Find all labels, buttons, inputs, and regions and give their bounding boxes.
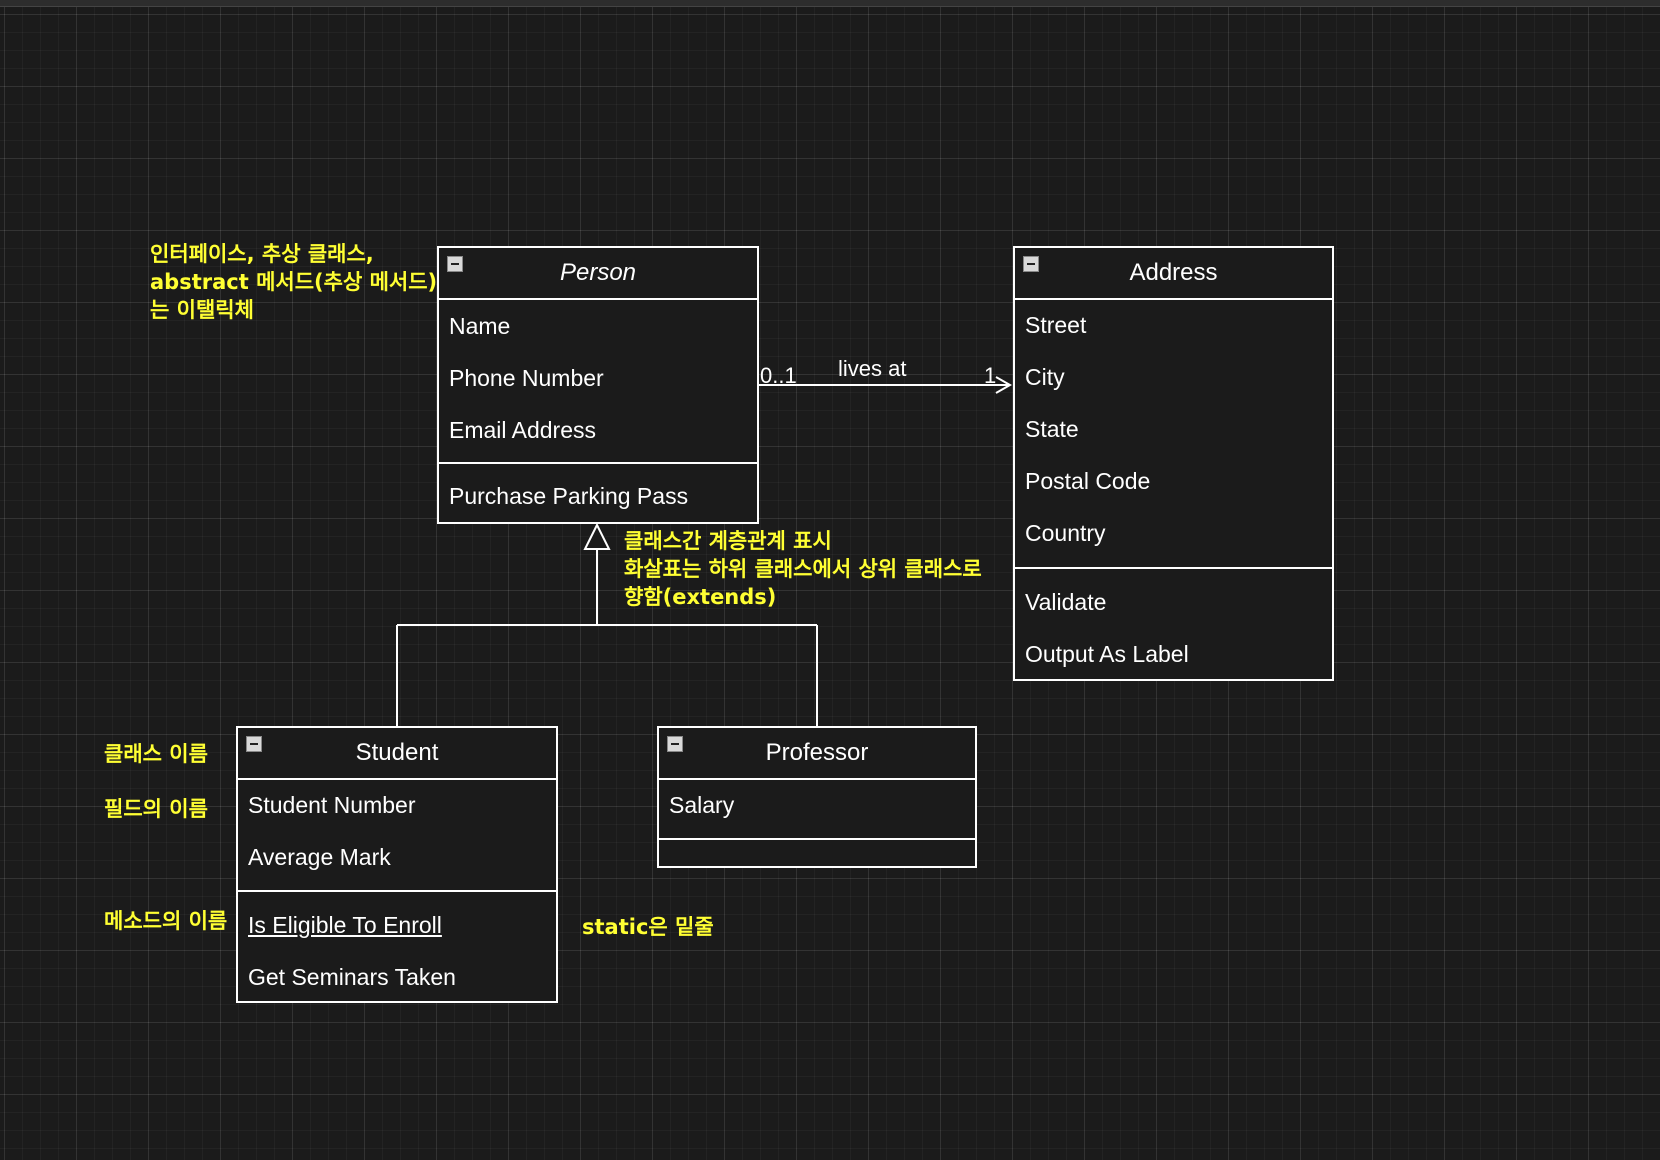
collapse-icon[interactable] [246, 736, 262, 752]
attribute-section: Student Number Average Mark [238, 780, 556, 892]
inheritance-triangle [583, 522, 611, 550]
method-field[interactable]: Get Seminars Taken [248, 964, 456, 990]
note-field-name[interactable]: 필드의 이름 [104, 797, 208, 821]
collapse-icon[interactable] [447, 256, 463, 272]
attribute-field[interactable]: Phone Number [449, 365, 604, 391]
note-static-underline[interactable]: static은 밑줄 [582, 915, 714, 939]
note-abstract-italic[interactable]: 인터페이스, 추상 클래스, abstract 메서드(추상 메서드) 는 이탤… [150, 242, 438, 322]
method-field[interactable]: Purchase Parking Pass [449, 483, 689, 509]
attribute-field[interactable]: City [1025, 364, 1065, 390]
class-student[interactable]: Student Student Number Average Mark Is E… [236, 726, 558, 1003]
canvas-top-border [0, 0, 1660, 7]
class-person[interactable]: Person Name Phone Number Email Address P… [437, 246, 759, 524]
attribute-section: Street City State Postal Code Country [1015, 300, 1332, 569]
method-section: Is Eligible To Enroll Get Seminars Taken [238, 892, 556, 1016]
class-person-header[interactable]: Person [439, 248, 757, 300]
class-student-header[interactable]: Student [238, 728, 556, 780]
collapse-icon[interactable] [667, 736, 683, 752]
class-name: Student [355, 739, 439, 766]
attribute-field[interactable]: State [1025, 416, 1079, 442]
class-professor[interactable]: Professor Salary [657, 726, 977, 868]
attribute-field[interactable]: Student Number [248, 792, 416, 818]
method-section [659, 840, 975, 866]
class-address[interactable]: Address Street City State Postal Code Co… [1013, 246, 1334, 681]
class-professor-header[interactable]: Professor [659, 728, 975, 780]
method-field[interactable]: Validate [1025, 589, 1107, 615]
static-method-field[interactable]: Is Eligible To Enroll [248, 912, 442, 938]
method-section: Validate Output As Label [1015, 569, 1332, 693]
association-target-multiplicity: 1 [984, 363, 997, 388]
class-name: Professor [765, 739, 869, 766]
attribute-field[interactable]: Street [1025, 312, 1087, 338]
attribute-field[interactable]: Postal Code [1025, 468, 1151, 494]
attribute-field[interactable]: Email Address [449, 417, 597, 443]
class-address-header[interactable]: Address [1015, 248, 1332, 300]
note-hierarchy[interactable]: 클래스간 계층관계 표시 화살표는 하위 클래스에서 상위 클래스로 향함(ex… [624, 529, 982, 609]
note-method-name[interactable]: 메소드의 이름 [104, 909, 228, 933]
class-name: Person [559, 259, 637, 286]
attribute-field[interactable]: Average Mark [248, 844, 391, 870]
association-source-multiplicity: 0..1 [760, 363, 797, 388]
attribute-section: Salary [659, 780, 975, 840]
note-class-name[interactable]: 클래스 이름 [104, 742, 208, 766]
method-field[interactable]: Output As Label [1025, 641, 1189, 667]
association-label: lives at [838, 356, 907, 381]
method-section: Purchase Parking Pass [439, 464, 757, 509]
class-name: Address [1129, 259, 1218, 286]
association-arrowhead [995, 376, 1013, 394]
attribute-field[interactable]: Country [1025, 520, 1106, 546]
attribute-field[interactable]: Salary [669, 792, 735, 818]
attribute-section: Name Phone Number Email Address [439, 300, 757, 464]
attribute-field[interactable]: Name [449, 313, 511, 339]
collapse-icon[interactable] [1023, 256, 1039, 272]
